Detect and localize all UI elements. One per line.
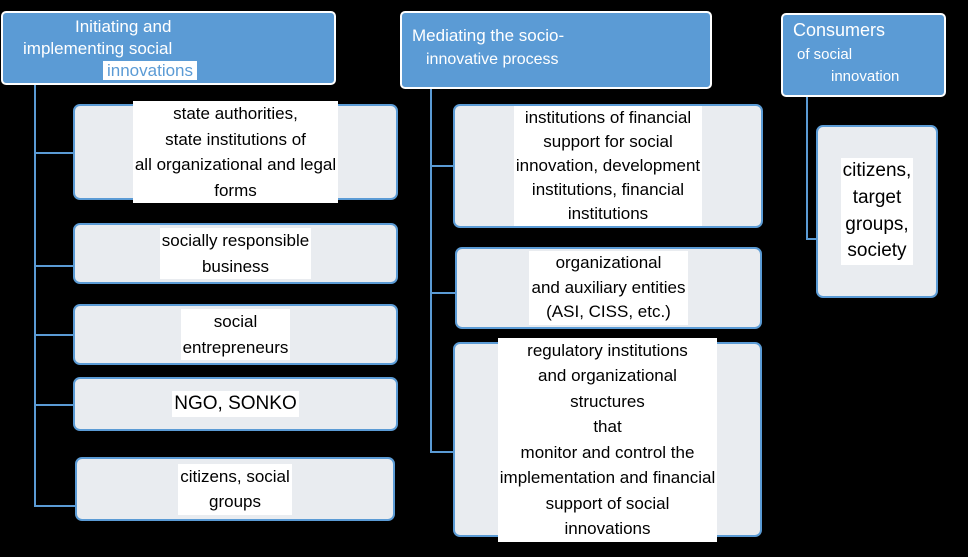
header-initiating: Initiating and implementing social innov… xyxy=(1,11,336,85)
box-auxiliary-entities: organizational and auxiliary entities (A… xyxy=(455,247,762,329)
box-regulatory-institutions: regulatory institutions and organization… xyxy=(453,337,762,542)
box-state-authorities: state authorities, state institutions of… xyxy=(73,101,398,203)
header-mediating-line1: Mediating the socio- xyxy=(412,26,565,45)
connector-col1-item4 xyxy=(34,404,74,406)
connector-col2-item1 xyxy=(430,165,454,167)
box-social-entrepreneurs-text: social entrepreneurs xyxy=(180,309,291,360)
box-citizens-social-groups: citizens, social groups xyxy=(75,457,395,521)
connector-col3-vertical xyxy=(806,96,808,240)
box-financial-support-text: institutions of financial support for so… xyxy=(513,105,703,227)
connector-col1-item3 xyxy=(34,334,74,336)
header-consumers-line1: Consumers xyxy=(793,20,886,40)
header-initiating-line1: Initiating and xyxy=(75,17,172,36)
box-ngo-sonko: NGO, SONKO xyxy=(73,377,398,431)
header-initiating-line2: implementing social xyxy=(23,39,173,59)
connector-col2-vertical xyxy=(430,88,432,453)
box-auxiliary-entities-text: organizational and auxiliary entities (A… xyxy=(529,251,688,325)
header-initiating-line3-wrap: innovations xyxy=(3,60,334,82)
box-financial-support: institutions of financial support for so… xyxy=(453,104,763,228)
box-citizens-social-groups-text: citizens, social groups xyxy=(178,463,292,515)
box-responsible-business: socially responsible business xyxy=(73,223,398,284)
box-citizens-society-text: citizens, target groups, society xyxy=(840,158,914,265)
box-state-authorities-text: state authorities, state institutions of… xyxy=(132,101,339,203)
connector-col1-vertical xyxy=(34,84,36,507)
header-consumers: Consumers of social innovation xyxy=(781,13,946,97)
header-mediating-line2: innovative process xyxy=(426,51,559,69)
header-mediating: Mediating the socio- innovative process xyxy=(400,11,712,89)
connector-col1-item2 xyxy=(34,265,74,267)
box-ngo-sonko-text: NGO, SONKO xyxy=(172,390,299,418)
header-consumers-line3: innovation xyxy=(831,67,900,85)
connector-col3-item1 xyxy=(806,238,818,240)
connector-col2-item3 xyxy=(430,451,454,453)
box-citizens-society: citizens, target groups, society xyxy=(816,125,938,298)
connector-col2-item2 xyxy=(430,292,456,294)
header-consumers-line2: of social xyxy=(797,46,853,64)
header-initiating-line3: innovations xyxy=(103,61,198,81)
connector-col1-item1 xyxy=(34,152,74,154)
box-regulatory-institutions-text: regulatory institutions and organization… xyxy=(497,337,718,542)
box-responsible-business-text: socially responsible business xyxy=(159,228,312,279)
connector-col1-item5 xyxy=(34,505,76,507)
box-social-entrepreneurs: social entrepreneurs xyxy=(73,304,398,365)
